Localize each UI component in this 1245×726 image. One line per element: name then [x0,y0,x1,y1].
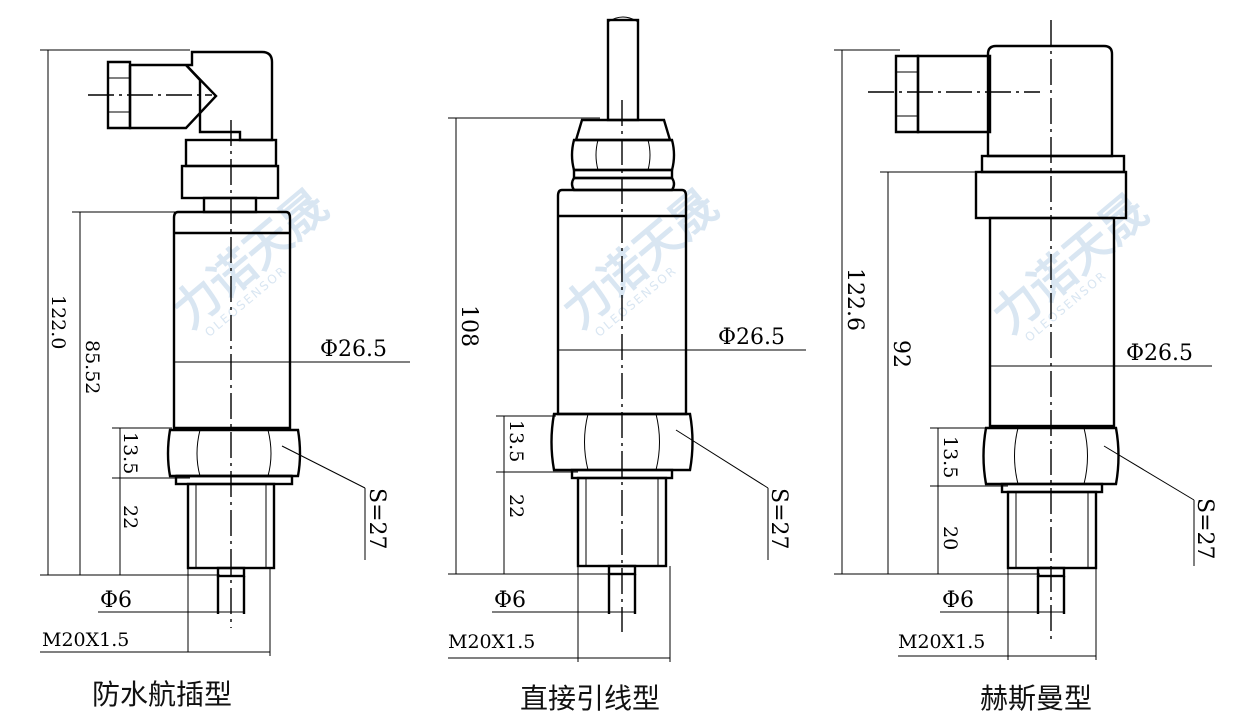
sensor-right: 122.6 92 13.5 20 Φ26.5 S=27 Φ6 M20X1.5 赫… [834,20,1217,715]
dim-pin-label: Φ6 [100,588,132,613]
dim-thread-spec-label: M20X1.5 [898,631,985,653]
dim-thread-label: 20 [939,526,961,550]
dim-body-label: 85.52 [81,340,103,394]
watermark-middle: 力诺天晟 OLEOSENSOR [552,179,728,340]
watermark-left: 力诺天晟 OLEOSENSOR [162,179,338,340]
dim-hex-size-label: S=27 [1192,498,1217,560]
dim-thread-spec-label: M20X1.5 [448,631,535,653]
dim-thread-label: 22 [119,505,141,529]
dim-thread-label: 22 [505,494,527,518]
caption-left: 防水航插型 [92,678,232,711]
dim-body-label: 92 [888,340,913,368]
watermark-brand: 力诺天晟 [982,184,1158,344]
dim-hex-size-label: S=27 [364,488,389,550]
dim-diameter-label: Φ26.5 [320,337,387,362]
caption-right: 赫斯曼型 [980,682,1092,715]
dim-overall-label: 122.6 [842,268,867,331]
dim-hex-label: 13.5 [505,420,527,462]
dim-hex-label: 13.5 [119,432,141,474]
watermark-brand: 力诺天晟 [552,179,728,339]
watermark-right: 力诺天晟 OLEOSENSOR [982,184,1158,345]
dim-pin-label: Φ6 [494,588,526,613]
dim-overall-label: 108 [456,305,481,347]
sensor-left: 122.0 85.52 13.5 22 Φ26.5 S=27 Φ6 M20X1.… [40,49,410,711]
dim-hex-size-label: S=27 [766,488,791,550]
sensor-middle: 108 13.5 22 Φ26.5 S=27 Φ6 M20X1.5 直接引线型 [448,16,806,715]
watermark-brand: 力诺天晟 [162,179,338,339]
dim-overall-label: 122.0 [47,295,69,349]
dim-hex-label: 13.5 [939,436,961,478]
dim-diameter-label: Φ26.5 [1126,341,1193,366]
dim-thread-spec-label: M20X1.5 [42,629,129,651]
caption-middle: 直接引线型 [520,682,660,715]
dim-diameter-label: Φ26.5 [718,325,785,350]
dim-pin-label: Φ6 [942,588,974,613]
